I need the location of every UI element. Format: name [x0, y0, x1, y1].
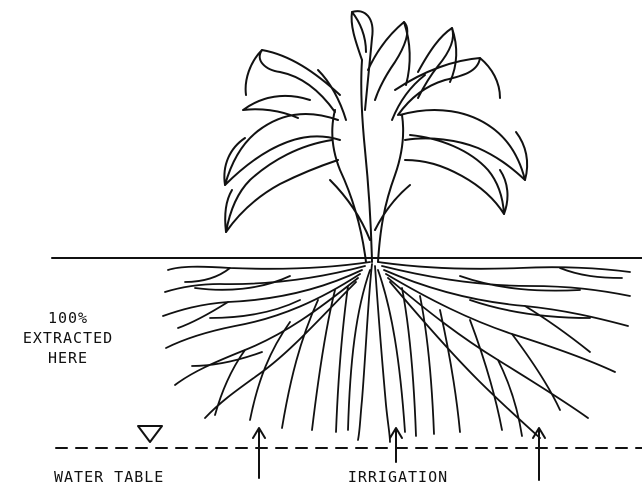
plant-canopy	[224, 11, 527, 262]
arrow-up-icon	[390, 428, 402, 462]
arrow-up-icon	[533, 428, 545, 480]
irrigation-label: IRRIGATION	[348, 468, 448, 486]
water-table-label: WATER TABLE	[54, 468, 164, 486]
extraction-label-line2: EXTRACTED	[23, 329, 113, 347]
extraction-label-line3: HERE	[48, 349, 88, 367]
root-system	[163, 262, 630, 442]
extraction-label-line1: 100%	[48, 309, 88, 327]
arrow-up-icon	[253, 428, 265, 478]
inverted-triangle-icon	[138, 426, 162, 442]
